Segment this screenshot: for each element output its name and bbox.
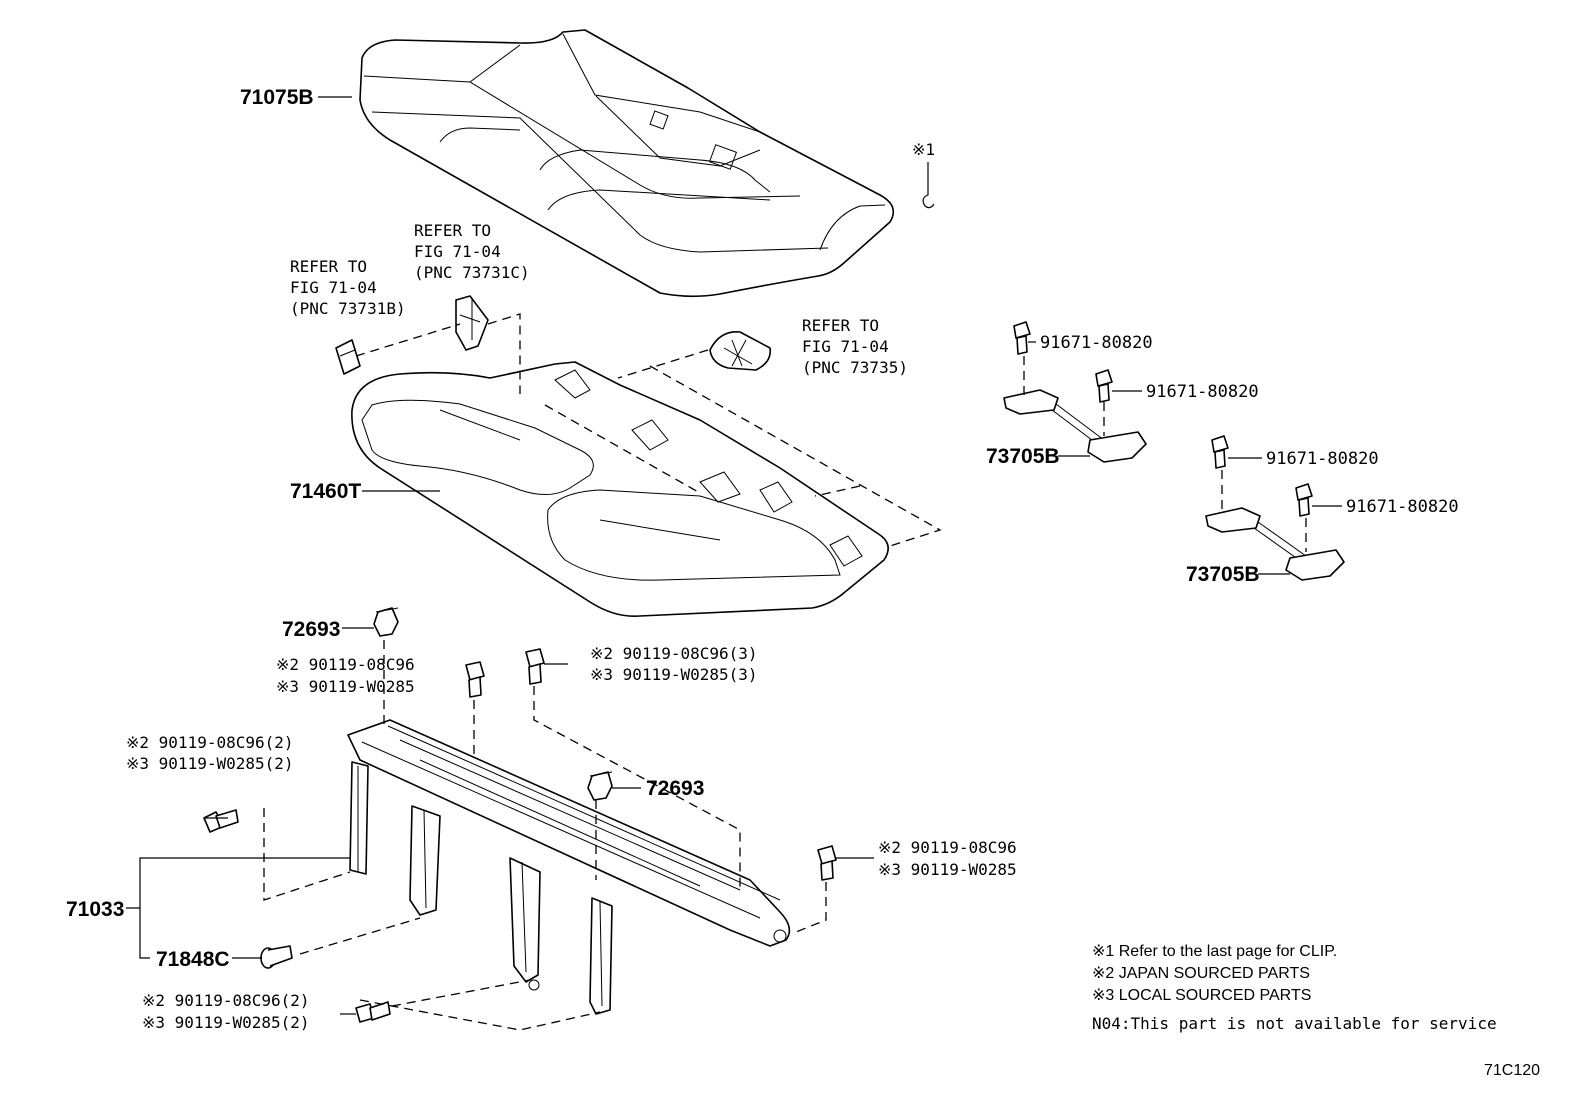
seat-pad-drawing[interactable] <box>351 361 889 618</box>
bolt-top-mid-line-1[interactable]: ※2 90119-08C96 <box>276 655 415 674</box>
label-71848c[interactable]: 71848C <box>156 948 230 971</box>
figure-code: 71C120 <box>1484 1062 1540 1079</box>
ref-c-line-3[interactable]: (PNC 73731C) <box>414 263 530 282</box>
label-72693-lower[interactable]: 72693 <box>646 777 704 800</box>
label-91671-a[interactable]: 91671-80820 <box>1040 333 1153 353</box>
bolt-right-line-1[interactable]: ※2 90119-08C96 <box>878 838 1017 857</box>
label-73705b-2[interactable]: 73705B <box>1186 563 1260 586</box>
bolt-drawings <box>203 648 837 1023</box>
label-91671-d[interactable]: 91671-80820 <box>1346 497 1459 517</box>
seat-cover-drawing[interactable] <box>359 29 895 298</box>
assembly-dashed-lines <box>263 313 1307 1031</box>
footnote-1: ※1 Refer to the last page for CLIP. <box>1092 943 1337 960</box>
label-91671-b[interactable]: 91671-80820 <box>1146 382 1259 402</box>
bolt-top-mid-line-2[interactable]: ※3 90119-W0285 <box>276 677 415 696</box>
seat-frame-drawing[interactable] <box>347 719 791 1015</box>
frame-hook-71848c-drawing <box>260 945 293 969</box>
label-73705b-1[interactable]: 73705B <box>986 445 1060 468</box>
ref-b-line-3[interactable]: (PNC 73731B) <box>290 299 406 318</box>
footnote-2: ※2 JAPAN SOURCED PARTS <box>1092 965 1310 982</box>
bolt-left-line-1[interactable]: ※2 90119-08C96(2) <box>126 733 294 752</box>
clip-hook-drawing <box>922 162 935 209</box>
hook-assy-2-drawing[interactable] <box>1205 435 1345 581</box>
ref-c-line-2: FIG 71-04 <box>414 242 501 261</box>
clip-72693-lower-drawing <box>587 771 613 801</box>
clip-72693-upper-drawing <box>373 607 399 637</box>
clip-73731b-drawing <box>335 339 361 375</box>
ref-b-line-1: REFER TO <box>290 257 367 276</box>
ref-c-line-1: REFER TO <box>414 221 491 240</box>
bolt-left-line-2[interactable]: ※3 90119-W0285(2) <box>126 754 294 773</box>
bolt-right-line-2[interactable]: ※3 90119-W0285 <box>878 860 1017 879</box>
clip-73735-drawing <box>709 331 772 371</box>
footnote-3: ※3 LOCAL SOURCED PARTS <box>1092 987 1311 1004</box>
bolt-top-right-line-1[interactable]: ※2 90119-08C96(3) <box>590 644 758 663</box>
ref-b-line-2: FIG 71-04 <box>290 278 377 297</box>
leader-lines <box>126 96 1342 1015</box>
clip-73731c-drawing <box>455 295 489 351</box>
label-71075b[interactable]: 71075B <box>240 86 314 109</box>
n04-note: N04:This part is not available for servi… <box>1092 1014 1497 1033</box>
label-71460t[interactable]: 71460T <box>290 480 361 503</box>
label-91671-c[interactable]: 91671-80820 <box>1266 449 1379 469</box>
bolt-top-right-line-2[interactable]: ※3 90119-W0285(3) <box>590 665 758 684</box>
label-71033[interactable]: 71033 <box>66 898 124 921</box>
bolt-bottom-line-1[interactable]: ※2 90119-08C96(2) <box>142 991 310 1010</box>
ref-735-line-1: REFER TO <box>802 316 879 335</box>
label-72693-upper[interactable]: 72693 <box>282 618 340 641</box>
bolt-bottom-line-2[interactable]: ※3 90119-W0285(2) <box>142 1013 310 1032</box>
ref-735-line-2: FIG 71-04 <box>802 337 889 356</box>
clip-note-mark: ※1 <box>912 140 935 159</box>
hook-assy-1-drawing[interactable] <box>1003 321 1147 463</box>
ref-735-line-3[interactable]: (PNC 73735) <box>802 358 908 377</box>
